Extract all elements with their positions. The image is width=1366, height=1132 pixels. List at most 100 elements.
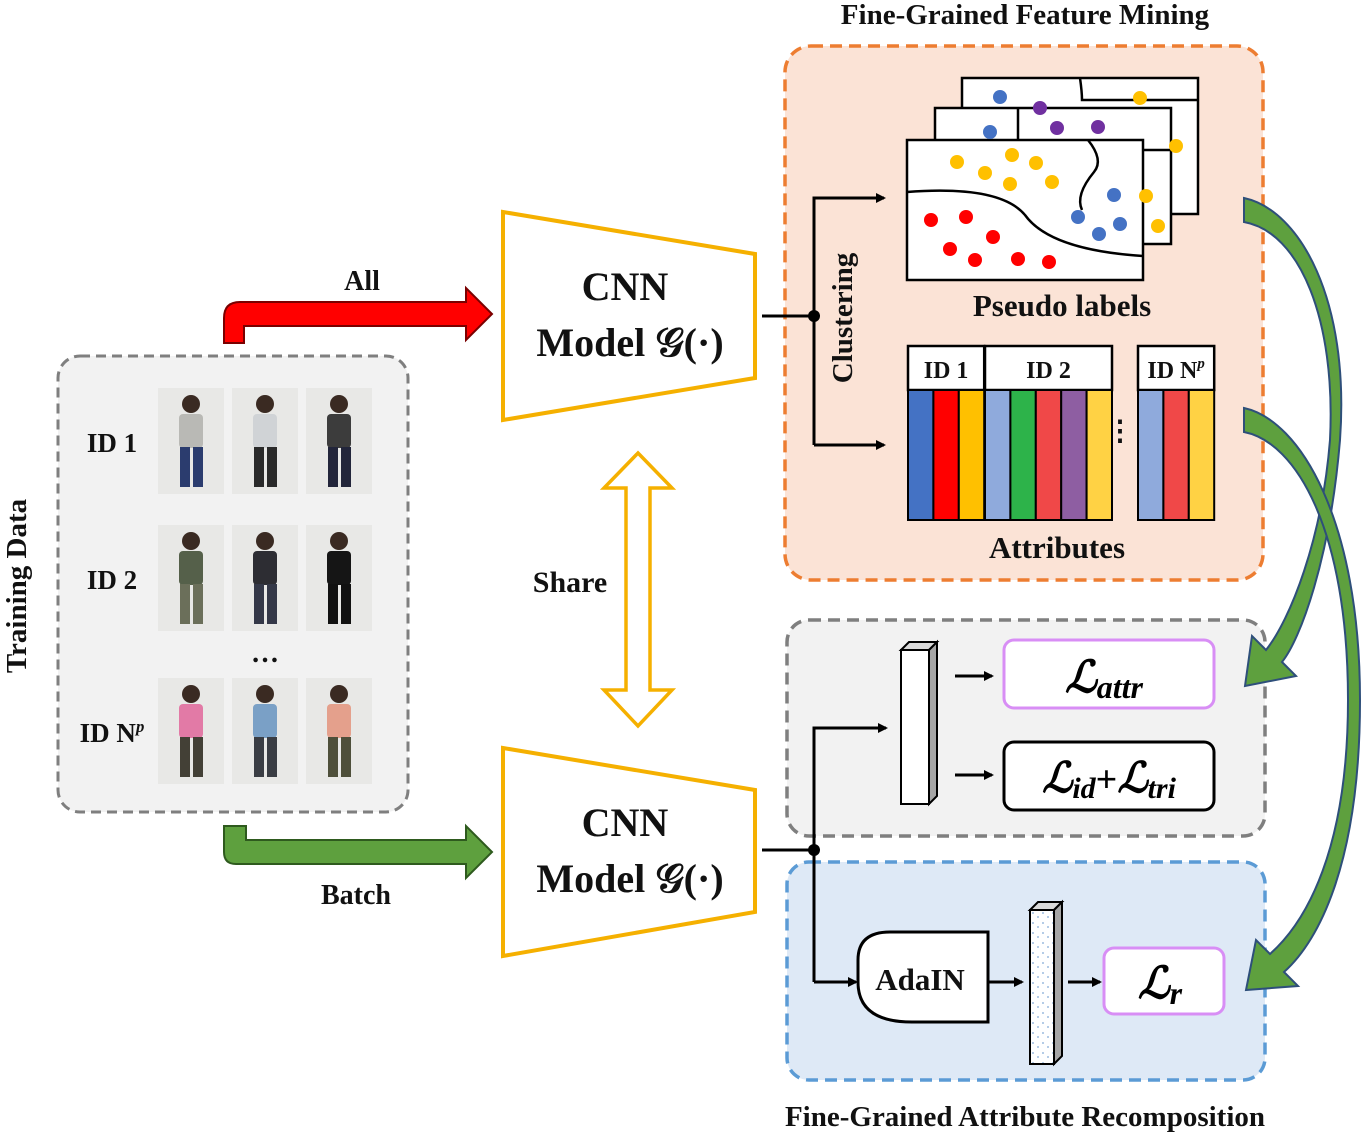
attribute-bar xyxy=(1137,389,1165,521)
attribute-bar xyxy=(1060,389,1088,521)
cnn-model-top xyxy=(501,209,757,423)
recomposition-title: Fine-Grained Attribute Recomposition xyxy=(785,1101,1265,1132)
cluster-dot xyxy=(1133,91,1147,105)
feedback-arrow-pseudo-to-attr xyxy=(1243,196,1343,688)
cluster-dot xyxy=(1071,210,1085,224)
cluster-dot xyxy=(1050,121,1064,135)
attributes-title: Attributes xyxy=(989,530,1125,565)
attribute-bar xyxy=(932,389,960,521)
attributes-ellipsis: ⋮ xyxy=(1106,416,1134,447)
attribute-group-label: ID Np xyxy=(1147,356,1204,384)
batch-label: Batch xyxy=(321,880,391,911)
cluster-dot xyxy=(1005,148,1019,162)
cluster-dot xyxy=(1151,219,1165,233)
person-image xyxy=(232,678,298,784)
cluster-dot xyxy=(993,90,1007,104)
batch-arrow xyxy=(223,823,494,881)
all-label: All xyxy=(344,266,380,297)
cluster-dot xyxy=(1011,252,1025,266)
pseudo-labels-title: Pseudo labels xyxy=(973,288,1151,323)
clustering-branch-top xyxy=(812,193,886,445)
share-label: Share xyxy=(533,566,607,599)
share-arrow xyxy=(599,450,677,729)
tri-loss-symbol: ℒ xyxy=(1117,756,1149,802)
attribute-bar xyxy=(957,389,986,521)
cluster-dot xyxy=(1033,101,1047,115)
person-image xyxy=(232,388,298,494)
cluster-dot xyxy=(943,242,957,256)
attribute-bar xyxy=(1187,389,1216,521)
cluster-dot xyxy=(1107,188,1121,202)
training-row-label: ID 1 xyxy=(87,428,137,458)
attribute-bar xyxy=(1009,389,1037,521)
cluster-dot xyxy=(968,253,982,267)
pseudo-label-panels xyxy=(905,76,1200,282)
mining-title: Fine-Grained Feature Mining xyxy=(841,0,1210,31)
attribute-group-label: ID 1 xyxy=(924,358,969,384)
cluster-dot xyxy=(1169,139,1183,153)
cluster-dot xyxy=(950,155,964,169)
cluster-dot xyxy=(1139,189,1153,203)
attr-loss-box xyxy=(1002,638,1216,710)
attribute-bar xyxy=(1085,389,1113,521)
cluster-dot xyxy=(978,166,992,180)
feedback-arrows xyxy=(1243,196,1362,992)
cluster-dot xyxy=(1092,227,1106,241)
attribute-bar xyxy=(1034,389,1063,521)
training-data-title: Training Data xyxy=(1,498,33,673)
person-image xyxy=(158,525,224,631)
all-arrow xyxy=(223,285,494,344)
cluster-dot xyxy=(983,125,997,139)
attr-loss-text: ℒattr xyxy=(1065,653,1143,705)
feedback-arrow-attributes-to-r xyxy=(1243,406,1362,992)
cnn-bottom-line1: CNN xyxy=(582,800,669,845)
r-loss-box xyxy=(1102,946,1226,1016)
person-image xyxy=(306,388,372,494)
cluster-dot xyxy=(1029,156,1043,170)
recomposed-feature-vector xyxy=(1027,899,1065,1067)
attribute-bars: ID 1 ID 2 ID Np xyxy=(906,344,1216,521)
cnn-top-line2: Model 𝒢(·) xyxy=(536,320,723,365)
r-loss-subscript: r xyxy=(1170,975,1183,1011)
tri-loss-subscript: tri xyxy=(1148,772,1177,805)
cluster-dot xyxy=(924,213,938,227)
training-row-label: ID Np xyxy=(80,717,145,748)
feature-branch-up xyxy=(812,723,888,982)
cluster-dot xyxy=(986,230,1000,244)
person-image xyxy=(158,388,224,494)
cnn-model-bottom xyxy=(501,745,757,959)
person-image xyxy=(306,678,372,784)
id-loss-subscript: id xyxy=(1072,772,1096,805)
attr-loss-symbol: ℒ xyxy=(1065,653,1099,702)
cnn-bottom-line2: Model 𝒢(·) xyxy=(536,856,723,901)
training-row-label: ID 2 xyxy=(87,565,137,595)
r-loss-symbol: ℒ xyxy=(1138,959,1172,1008)
attr-loss-subscript: attr xyxy=(1097,669,1144,705)
adain-label: AdaIN xyxy=(875,962,965,997)
feature-vector xyxy=(898,639,940,807)
r-loss-text: ℒr xyxy=(1138,959,1183,1011)
attribute-bar xyxy=(907,389,935,521)
cluster-dot xyxy=(1045,175,1059,189)
training-rows: ID 1 ID 2 ID Np xyxy=(80,388,372,784)
cluster-dot xyxy=(1003,177,1017,191)
attribute-bar xyxy=(984,389,1012,521)
adain-block xyxy=(856,930,990,1024)
loss-plus: + xyxy=(1096,759,1118,801)
attribute-group-label: ID 2 xyxy=(1026,358,1071,384)
clustering-label: Clustering xyxy=(827,252,859,383)
person-image xyxy=(158,678,224,784)
id-loss-symbol: ℒ xyxy=(1042,756,1074,802)
cluster-dot xyxy=(1113,217,1127,231)
cluster-dot xyxy=(1042,255,1056,269)
person-image xyxy=(232,525,298,631)
cluster-dot xyxy=(959,210,973,224)
cluster-dot xyxy=(1091,120,1105,134)
attribute-group-header xyxy=(983,344,1114,392)
attribute-bar xyxy=(1162,389,1190,521)
id-tri-loss-text: ℒid+ℒtri xyxy=(1042,756,1177,805)
id-tri-loss-box xyxy=(1002,740,1216,812)
person-image xyxy=(306,525,372,631)
